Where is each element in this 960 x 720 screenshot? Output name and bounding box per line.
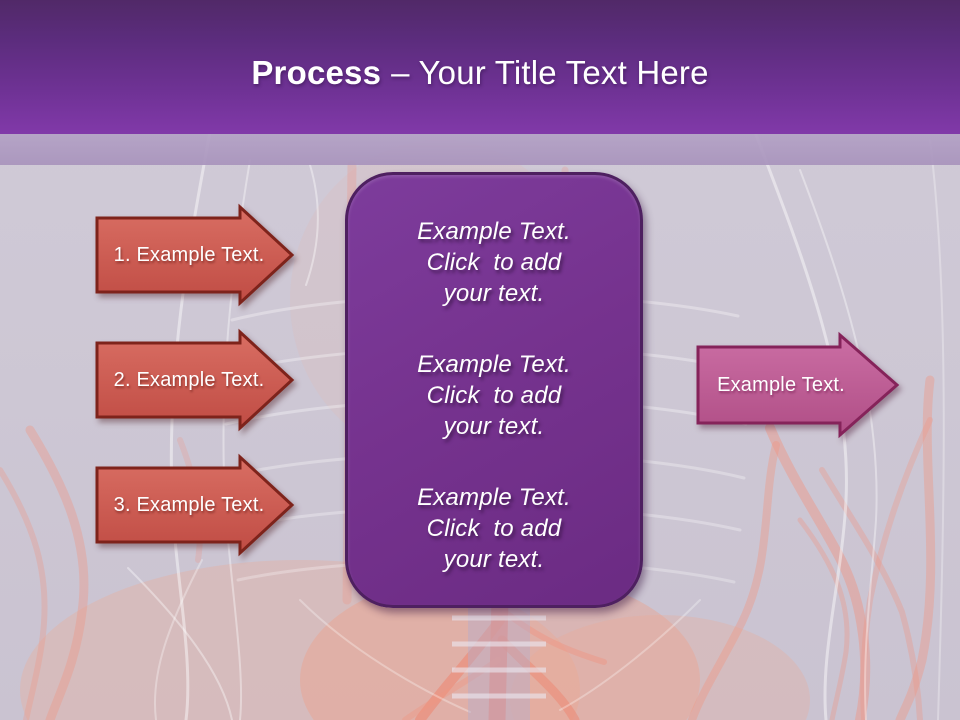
title-keyword: Process bbox=[251, 54, 382, 91]
header-accent-band bbox=[0, 134, 960, 165]
placeholder-line: Example Text. bbox=[417, 351, 571, 378]
title-subtitle-text: – Your Title Text Here bbox=[391, 54, 709, 91]
right-arrow-shape bbox=[696, 331, 900, 439]
placeholder-line: Click to add bbox=[426, 382, 562, 409]
placeholder-line: Example Text. bbox=[417, 484, 571, 511]
right-arrow-shape bbox=[95, 453, 295, 557]
text-placeholder-2[interactable]: Example Text. Click to add your text. bbox=[417, 349, 571, 442]
arrow-label: 3. Example Text. bbox=[113, 493, 265, 516]
placeholder-line: your text. bbox=[443, 546, 545, 573]
content-box[interactable]: Example Text. Click to add your text. Ex… bbox=[345, 172, 643, 608]
placeholder-line: Example Text. bbox=[417, 218, 571, 245]
right-arrow-shape bbox=[95, 328, 295, 432]
placeholder-line: Click to add bbox=[426, 249, 562, 276]
process-arrow-1[interactable]: 1. Example Text. bbox=[95, 203, 295, 307]
arrow-label: 2. Example Text. bbox=[113, 368, 265, 391]
process-arrow-2[interactable]: 2. Example Text. bbox=[95, 328, 295, 432]
text-placeholder-1[interactable]: Example Text. Click to add your text. bbox=[417, 216, 571, 309]
placeholder-line: your text. bbox=[443, 280, 545, 307]
placeholder-line: Click to add bbox=[426, 515, 562, 542]
text-placeholder-3[interactable]: Example Text. Click to add your text. bbox=[417, 482, 571, 575]
arrow-label: Example Text. bbox=[717, 373, 845, 396]
placeholder-line: your text. bbox=[443, 413, 545, 440]
right-arrow-shape bbox=[95, 203, 295, 307]
arrow-label: 1. Example Text. bbox=[113, 243, 265, 266]
result-arrow[interactable]: Example Text. bbox=[696, 331, 900, 439]
slide-header: Process– Your Title Text Here bbox=[0, 0, 960, 134]
process-arrow-3[interactable]: 3. Example Text. bbox=[95, 453, 295, 557]
slide-title[interactable]: Process– Your Title Text Here bbox=[251, 42, 708, 92]
